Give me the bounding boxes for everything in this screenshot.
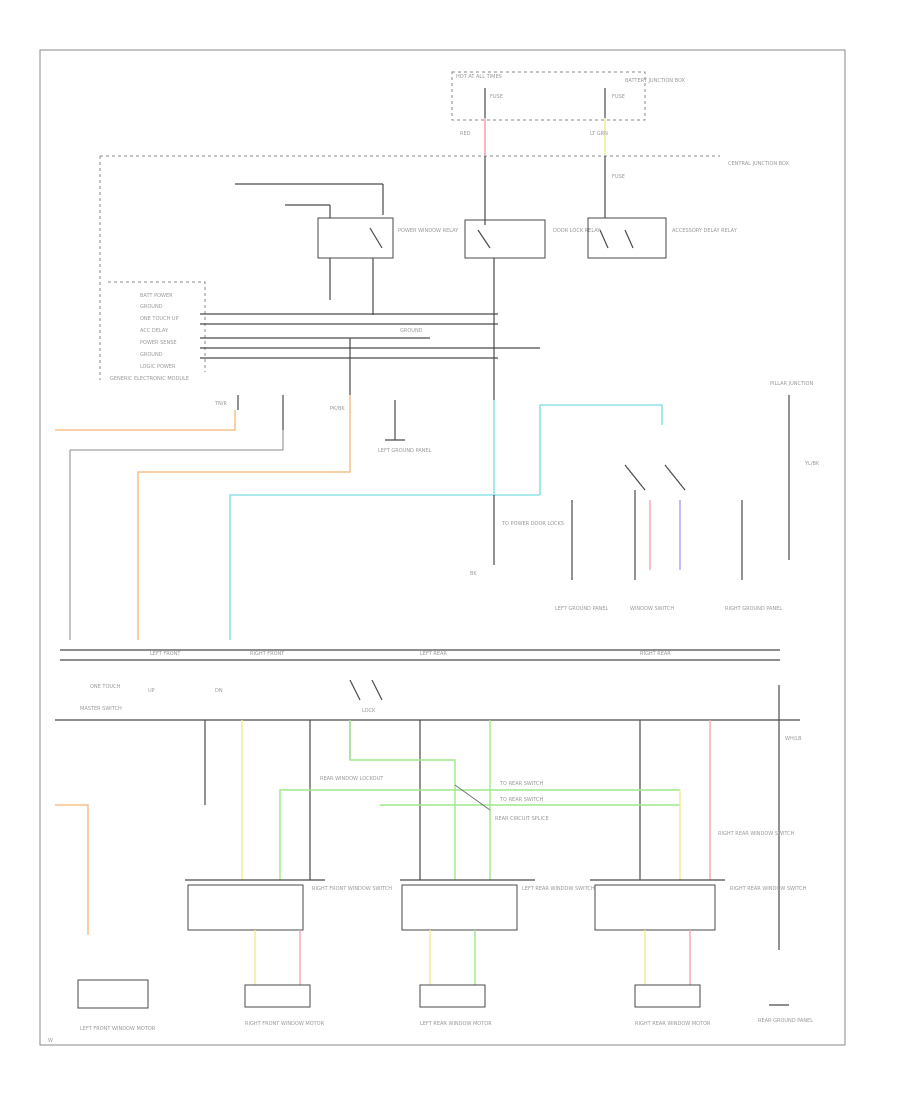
left-rear-window-switch: LEFT REAR WINDOW SWITCH [400,879,595,931]
relay-2-label: DOOR LOCK RELAY [553,228,601,234]
wire-code-whlb: WH/LB [785,736,802,742]
to-rear-switch-1-label: TO REAR SWITCH [499,781,544,787]
relay-1-label: POWER WINDOW RELAY [398,228,459,234]
wire-orange-2 [137,395,351,640]
footer-code: W [48,1038,53,1044]
accessory-delay-relay: ACCESSORY DELAY RELAY [587,217,738,259]
gem-pin-4: POWER SENSE [140,340,177,346]
master-right-rear-label: RIGHT REAR [640,651,671,657]
gem-ground-label: GROUND [400,328,423,334]
relay-3-label: ACCESSORY DELAY RELAY [672,228,738,234]
gem-pin-0: BATT POWER [140,293,173,299]
hot-at-all-times-label: HOT AT ALL TIMES [456,74,502,80]
power-window-relay: POWER WINDOW RELAY [235,183,459,315]
master-right-front-label: RIGHT FRONT [250,651,285,657]
left-front-window-motor: LEFT FRONT WINDOW MOTOR [77,979,156,1032]
to-rear-switch-2-label: TO REAR SWITCH [499,797,544,803]
gem-pin-3: ACC DELAY [140,328,169,334]
left-ground-panel-label-2: LEFT GROUND PANEL [555,606,609,612]
lr-motor-label: LEFT REAR WINDOW MOTOR [420,1021,492,1027]
right-front-window-motor: RIGHT FRONT WINDOW MOTOR [244,984,325,1027]
master-left-front-label: LEFT FRONT [150,651,181,657]
wire-cyan-1 [229,400,495,640]
gem-module: GENERIC ELECTRONIC MODULE BATT POWER GRO… [108,281,540,382]
wire-code-pkbk: PK/BK [330,406,345,412]
up-label-1: UP [148,688,155,694]
wire-code-tnr: TN/R [214,401,227,407]
master-switch-label: MASTER SWITCH [80,706,122,712]
rf-motor-label: RIGHT FRONT WINDOW MOTOR [245,1021,325,1027]
rr-motor-label: RIGHT REAR WINDOW MOTOR [635,1021,711,1027]
door-lock-relay: DOOR LOCK RELAY [464,219,601,325]
master-left-rear-label: LEFT REAR [420,651,447,657]
dn-label-1: DN [215,688,223,694]
right-ground-panel-label: RIGHT GROUND PANEL [725,606,782,612]
wire-code-ltgrn: LT GRN [590,131,608,137]
wire-green-1 [349,720,456,880]
wire-orange-1 [55,410,236,431]
right-front-window-switch: RIGHT FRONT WINDOW SWITCH [185,879,392,931]
battery-junction-label: BATTERY JUNCTION BOX [625,78,686,84]
central-junction-label: CENTRAL JUNCTION BOX [728,161,790,167]
window-switch-top: WINDOW SWITCH [624,464,686,612]
right-rear-window-motor: RIGHT REAR WINDOW MOTOR [634,984,711,1027]
fuse-2-label: FUSE [612,94,625,100]
gem-pin-1: GROUND [140,304,163,310]
lock-label: LOCK [362,708,376,714]
battery-junction-box: HOT AT ALL TIMES BATTERY JUNCTION BOX FU… [451,71,686,121]
diagram-frame [39,49,846,1046]
rr-window-switch-2-label: RIGHT REAR WINDOW SWITCH [730,886,807,892]
lr-window-switch-label: LEFT REAR WINDOW SWITCH [522,886,595,892]
wire-code-ylbk: YL/BK [804,461,820,467]
rear-circuit-splice-label: REAR CIRCUIT SPLICE [495,816,549,822]
gem-pin-5: GROUND [140,352,163,358]
one-touch-label: ONE TOUCH [90,684,121,690]
left-rear-window-motor: LEFT REAR WINDOW MOTOR [419,984,492,1027]
gem-pin-2: ONE TOUCH UP [140,316,179,322]
fuse-3-label: FUSE [612,174,625,180]
rear-window-lockout-label: REAR WINDOW LOCKOUT [320,776,384,782]
wire-cyan-2 [539,404,663,495]
rear-ground-label: REAR GROUND PANEL [758,1018,813,1024]
right-rear-window-switch: RIGHT REAR WINDOW SWITCH [590,879,807,931]
gem-module-label: GENERIC ELECTRONIC MODULE [110,376,189,382]
fuse-1-label: FUSE [490,94,503,100]
window-switch-label: WINDOW SWITCH [630,606,674,612]
pillar-junction-label: PILLAR JUNCTION [770,381,813,387]
wire-green-2 [279,789,680,880]
left-ground-panel-label: LEFT GROUND PANEL [378,448,432,454]
master-switch: LEFT FRONT RIGHT FRONT LEFT REAR RIGHT R… [55,649,800,721]
wire-orange-3 [55,804,89,935]
wire-code-red: RED [460,131,471,137]
to-power-door-locks-label: TO POWER DOOR LOCKS [501,521,564,527]
rr-window-switch-label: RIGHT REAR WINDOW SWITCH [718,831,795,837]
lf-motor-label: LEFT FRONT WINDOW MOTOR [80,1026,156,1032]
rf-window-switch-label: RIGHT FRONT WINDOW SWITCH [312,886,392,892]
wire-code-bk: BK [470,571,477,577]
gem-pin-6: LOGIC POWER [140,364,176,370]
